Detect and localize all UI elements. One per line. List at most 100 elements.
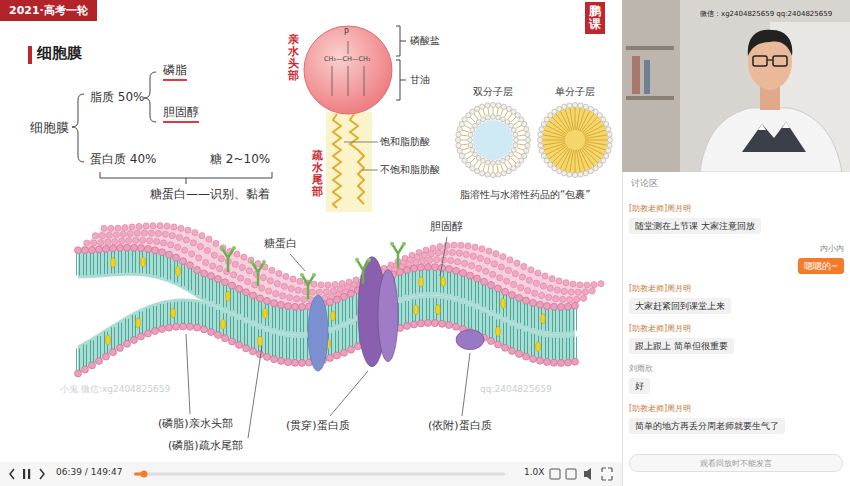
membrane-illustration bbox=[584, 282, 590, 288]
liposome-figure bbox=[490, 172, 495, 177]
membrane-illustration bbox=[171, 224, 177, 230]
membrane-illustration bbox=[514, 260, 520, 266]
membrane-illustration bbox=[217, 266, 223, 272]
membrane-illustration bbox=[470, 253, 476, 259]
membrane-illustration bbox=[96, 358, 103, 365]
liposome-figure bbox=[560, 149, 570, 169]
liposome-figure bbox=[466, 113, 471, 118]
membrane-illustration bbox=[251, 326, 252, 348]
membrane-illustration bbox=[573, 337, 574, 359]
membrane-illustration bbox=[495, 341, 502, 348]
membrane-illustration bbox=[90, 340, 91, 362]
liposome-figure bbox=[546, 125, 566, 135]
liposome-figure bbox=[516, 125, 522, 128]
membrane-illustration bbox=[294, 296, 300, 302]
membrane-illustration bbox=[548, 309, 549, 331]
membrane-illustration bbox=[451, 242, 457, 248]
membrane-illustration bbox=[492, 288, 493, 310]
sender-name: [助教老师]周月明 bbox=[629, 404, 785, 414]
membrane-illustration bbox=[506, 323, 507, 345]
membrane-illustration bbox=[495, 285, 502, 292]
membrane-illustration bbox=[167, 258, 168, 280]
liposome-figure bbox=[461, 140, 468, 141]
membrane-illustration bbox=[236, 341, 243, 348]
membrane-illustration bbox=[146, 309, 147, 331]
membrane-illustration bbox=[524, 332, 525, 354]
liposome-figure bbox=[593, 166, 598, 171]
membrane-illustration bbox=[125, 319, 126, 341]
membrane-illustration bbox=[138, 333, 145, 340]
membrane-illustration bbox=[458, 242, 464, 248]
membrane-illustration bbox=[577, 282, 583, 288]
part-label: 糖蛋白 bbox=[264, 238, 297, 251]
membrane-illustration bbox=[145, 330, 152, 337]
membrane-illustration bbox=[497, 275, 503, 281]
membrane-illustration bbox=[552, 338, 553, 360]
membrane-illustration bbox=[83, 253, 84, 275]
membrane-illustration bbox=[86, 253, 87, 275]
membrane-illustration bbox=[447, 300, 448, 322]
membrane-illustration bbox=[255, 260, 261, 266]
liposome-figure bbox=[601, 117, 606, 122]
teacher-video bbox=[773, 56, 787, 66]
membrane-illustration bbox=[442, 249, 448, 255]
membrane-illustration bbox=[412, 271, 413, 293]
membrane-illustration bbox=[408, 273, 409, 295]
chat-message: [助教老师]周月明大家赶紧回到课堂上来 bbox=[629, 284, 731, 314]
membrane-illustration bbox=[111, 258, 116, 268]
leader-line bbox=[186, 237, 470, 438]
membrane-illustration bbox=[297, 278, 303, 284]
liposome-figure bbox=[511, 117, 516, 122]
membrane-illustration bbox=[405, 301, 406, 323]
membrane-illustration bbox=[435, 250, 441, 256]
membrane-illustration bbox=[208, 273, 215, 280]
membrane-illustration bbox=[160, 304, 161, 326]
liposome-figure bbox=[575, 108, 576, 130]
membrane-illustration bbox=[496, 326, 501, 336]
membrane-illustration bbox=[523, 353, 530, 360]
liposome-figure bbox=[601, 158, 606, 163]
part-label: (依附)蛋白质 bbox=[428, 420, 492, 433]
membrane-illustration bbox=[443, 299, 444, 321]
membrane-illustration bbox=[215, 276, 222, 283]
membrane-illustration bbox=[99, 233, 105, 239]
membrane-illustration bbox=[162, 231, 168, 237]
liposome-figure bbox=[511, 109, 516, 114]
membrane-illustration bbox=[110, 349, 117, 356]
membrane-illustration bbox=[163, 304, 164, 326]
membrane-illustration bbox=[533, 280, 539, 286]
membrane-illustration bbox=[552, 310, 553, 332]
teacher-video bbox=[767, 59, 773, 60]
tree-item: 糖 2~10% bbox=[210, 153, 270, 167]
membrane-illustration bbox=[76, 253, 77, 275]
membrane-illustration bbox=[558, 303, 565, 310]
liposome-figure bbox=[473, 123, 478, 128]
membrane-illustration bbox=[198, 273, 199, 295]
membrane-illustration bbox=[196, 255, 202, 261]
membrane-illustration bbox=[316, 289, 322, 295]
membrane-illustration bbox=[121, 251, 122, 273]
membrane-illustration bbox=[450, 300, 451, 322]
membrane-illustration bbox=[555, 310, 556, 332]
part-label: 胆固醇 bbox=[430, 221, 463, 234]
membrane-illustration bbox=[184, 264, 185, 286]
membrane-illustration bbox=[204, 248, 210, 254]
membrane-illustration bbox=[208, 329, 215, 336]
membrane-illustration bbox=[534, 306, 535, 328]
membrane-illustration bbox=[205, 276, 206, 298]
membrane-illustration bbox=[112, 238, 118, 244]
message-text: 嗯嗯的~ bbox=[798, 258, 844, 275]
liposome-figure bbox=[511, 166, 516, 171]
membrane-illustration bbox=[483, 268, 489, 274]
membrane-illustration bbox=[307, 338, 308, 360]
membrane-illustration bbox=[464, 304, 465, 326]
membrane-illustration bbox=[279, 336, 280, 358]
membrane-illustration bbox=[240, 320, 241, 342]
membrane-illustration bbox=[467, 272, 474, 279]
liposome-figure bbox=[470, 148, 475, 153]
membrane-illustration bbox=[527, 304, 528, 326]
membrane-illustration bbox=[589, 288, 595, 294]
liposome-figure bbox=[462, 117, 467, 122]
liposome-figure bbox=[562, 171, 567, 176]
phospholipid-figure bbox=[396, 60, 406, 100]
